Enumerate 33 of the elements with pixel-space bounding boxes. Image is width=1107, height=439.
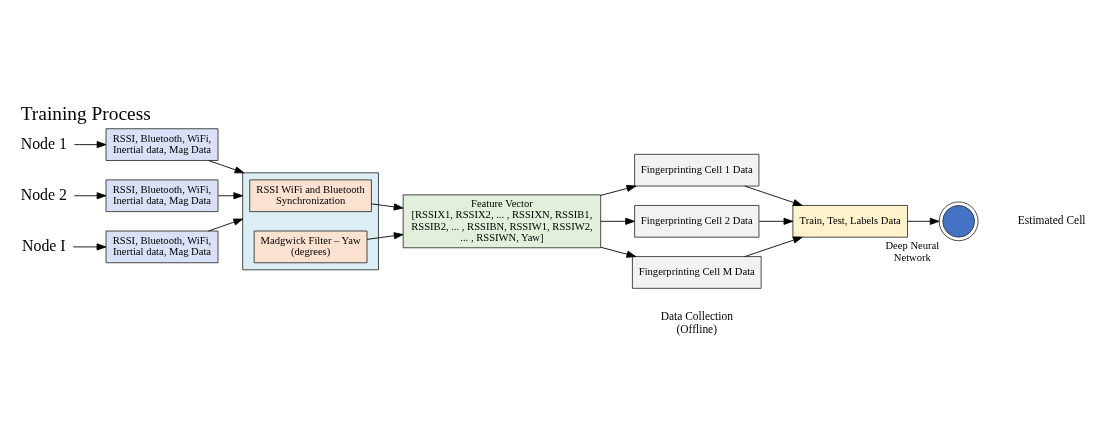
node-box: Fingerprinting Cell 1 Data (634, 153, 760, 186)
cluster (242, 171, 379, 270)
node-label: Deep Neural Network (885, 239, 940, 263)
arrow (600, 217, 635, 225)
arrow (72, 242, 107, 250)
arrow (208, 159, 245, 173)
node-text: Node 2 (20, 185, 67, 203)
arrow (600, 246, 637, 258)
node-box: RSSI, Bluetooth, WiFi, Inertial data, Mag Data (105, 127, 219, 161)
arrow (600, 184, 637, 196)
arrow (217, 191, 244, 199)
node-box: Madgwick Filter – Yaw (degrees) (253, 230, 368, 263)
node-text: Node 1 (20, 133, 67, 151)
node-box: RSSI, Bluetooth, WiFi, Inertial data, Mag Data (105, 178, 219, 212)
arrow (74, 140, 107, 148)
arrow (907, 217, 940, 225)
arrow (208, 218, 244, 231)
arrow (744, 236, 803, 257)
label: Estimated Cell (1017, 213, 1086, 226)
diagram-title: Training Process (20, 102, 151, 124)
node-box: RSSI, Bluetooth, WiFi, Inertial data, Mag Data (105, 230, 219, 263)
node-box: RSSI WiFi and Bluetooth Synchronization (249, 178, 372, 212)
arrow (371, 202, 404, 210)
arrow (758, 217, 794, 225)
node-text: Node I (22, 236, 66, 254)
arrow (74, 191, 107, 199)
node-box: Feature Vector [RSSIX1, RSSIX2, ... , RSSIXN, RSSIB1, RSSIB2, ... , RSSIBN, RSSIW1, RSSIW2, ... , RSSIWN, Yaw] (402, 193, 602, 248)
arrow (744, 185, 803, 206)
label: Data Collection (Offline) (660, 309, 733, 335)
node-box: Fingerprinting Cell 2 Data (634, 204, 760, 238)
node-box: Train, Test, Labels Data (792, 204, 908, 238)
arrow (366, 231, 404, 240)
node-box: Fingerprinting Cell M Data (631, 255, 762, 289)
